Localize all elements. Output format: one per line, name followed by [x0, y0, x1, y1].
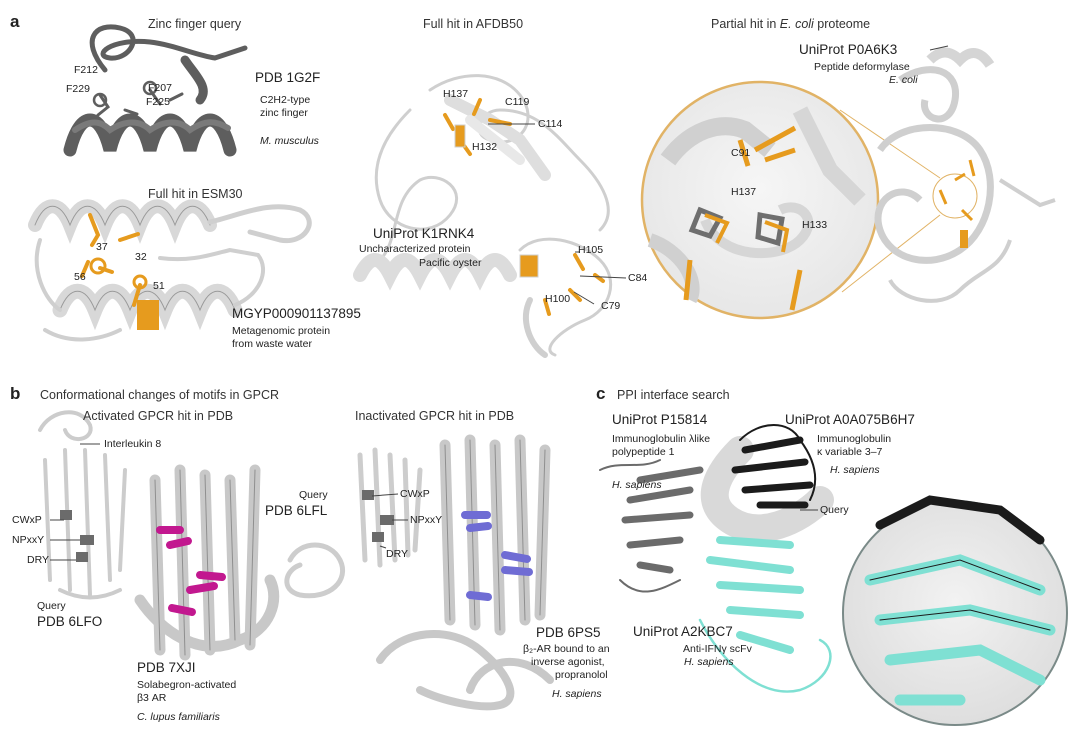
ecoli-structure [640, 47, 1056, 320]
a2kbc7-desc: Anti-IFNγ scFv [683, 643, 752, 655]
esm30-desc-line2: from waste water [232, 338, 312, 350]
zinc-species: M. musculus [260, 135, 319, 147]
zinc-finger-structure [63, 24, 248, 157]
a2kbc7-species: H. sapiens [684, 656, 734, 668]
residue-label: C119 [505, 96, 530, 108]
leader-lines [50, 45, 949, 561]
afdb50-desc-line1: Uncharacterized protein [359, 243, 471, 255]
residue-label: H133 [802, 219, 828, 231]
a0a075b6h7-desc-line2: κ variable 3–7 [817, 446, 883, 458]
motif-label-cwxp: CWxP [12, 514, 42, 526]
residue-label: H137 [731, 186, 757, 198]
inactivated-gpcr-title: Inactivated GPCR hit in PDB [355, 409, 515, 423]
residue-label: F229 [66, 83, 90, 95]
residue-label: H105 [578, 244, 604, 256]
residue-label: C84 [628, 272, 648, 284]
pdb-7xji-id: PDB 7XJI [137, 660, 196, 675]
residue-label: H137 [443, 88, 469, 100]
residue-label: 37 [96, 241, 108, 253]
motif-label-dry: DRY [27, 554, 49, 566]
p15814-species: H. sapiens [612, 479, 662, 491]
panel-label-b: b [10, 384, 21, 403]
p15814-desc-line1: Immunoglobulin λlike [612, 433, 711, 445]
residue-label: C114 [538, 118, 563, 130]
query-6lfl-id: PDB 6LFL [265, 503, 328, 518]
panel-label-a: a [10, 12, 20, 31]
pdb-6ps5-id: PDB 6PS5 [536, 625, 601, 640]
query-6lfo-structure [38, 410, 127, 600]
pdb-6ps5-species: H. sapiens [552, 688, 602, 700]
gpcr-panel-title: Conformational changes of motifs in GPCR [40, 388, 279, 402]
ppi-query-label: Query [820, 504, 849, 516]
a2kbc7-id: UniProt A2KBC7 [633, 624, 733, 639]
query-6lfl-label: Query [299, 489, 328, 501]
motif-label-npxxy: NPxxY [410, 514, 443, 526]
query-6lfl-structure [284, 447, 423, 599]
activated-gpcr-title: Activated GPCR hit in PDB [83, 409, 234, 423]
afdb50-hit-id: UniProt K1RNK4 [373, 226, 475, 241]
interleukin-label: Interleukin 8 [104, 438, 162, 450]
ecoli-desc: Peptide deformylase [814, 61, 910, 73]
zinc-finger-title: Zinc finger query [148, 17, 242, 31]
ppi-panel-title: PPI interface search [617, 388, 730, 402]
zinc-pdb-id: PDB 1G2F [255, 70, 321, 85]
residue-label: H132 [472, 141, 498, 153]
zinc-desc-line1: C2H2-type [260, 94, 311, 106]
a0a075b6h7-id: UniProt A0A075B6H7 [785, 412, 915, 427]
ecoli-title: Partial hit in E. coli proteome [711, 17, 870, 31]
query-6lfo-label: Query [37, 600, 66, 612]
zinc-desc-line2: zinc finger [260, 107, 308, 119]
afdb50-desc-line2: Pacific oyster [419, 257, 482, 269]
residue-label: C91 [731, 147, 751, 159]
motif-label-npxxy: NPxxY [12, 534, 45, 546]
p15814-id: UniProt P15814 [612, 412, 708, 427]
pdb-7xji-desc-line2: β3 AR [137, 692, 167, 704]
residue-label: F207 [148, 82, 172, 94]
pdb-6ps5-desc-line2: inverse agonist, [531, 656, 605, 668]
residue-label: C79 [601, 300, 621, 312]
pdb-7xji-structure [134, 464, 280, 661]
residue-label: 51 [153, 280, 165, 292]
ecoli-hit-id: UniProt P0A6K3 [799, 42, 898, 57]
pdb-7xji-species: C. lupus familiaris [137, 711, 220, 723]
residue-label: 56 [74, 271, 86, 283]
esm30-structure [28, 199, 312, 342]
residue-label: 32 [135, 251, 147, 263]
pdb-6ps5-desc-line1: β₂-AR bound to an [523, 643, 610, 655]
residue-label: F225 [146, 96, 170, 108]
pdb-6ps5-desc-line3: propranolol [555, 669, 608, 681]
panel-label-c: c [596, 384, 606, 403]
afdb50-structure [353, 74, 613, 358]
motif-label-dry: DRY [386, 548, 408, 560]
p15814-desc-line2: polypeptide 1 [612, 446, 675, 458]
residue-label: H100 [545, 293, 571, 305]
motif-label-cwxp: CWxP [400, 488, 430, 500]
ecoli-title-italic: E. coli [779, 17, 814, 31]
ecoli-title-prefix: Partial hit in [711, 17, 780, 31]
ecoli-species: E. coli [889, 74, 918, 86]
residue-label: F212 [74, 64, 98, 76]
query-6lfo-id: PDB 6LFO [37, 614, 103, 629]
a0a075b6h7-species: H. sapiens [830, 464, 880, 476]
ppi-structures [599, 424, 1068, 726]
esm30-hit-id: MGYP000901137895 [232, 306, 361, 321]
ecoli-title-suffix: proteome [813, 17, 871, 31]
esm30-desc-line1: Metagenomic protein [232, 325, 331, 337]
a0a075b6h7-desc-line1: Immunoglobulin [817, 433, 892, 445]
pdb-7xji-desc-line1: Solabegron-activated [137, 679, 237, 691]
afdb50-title: Full hit in AFDB50 [423, 17, 524, 31]
esm30-title: Full hit in ESM30 [148, 187, 243, 201]
pdb-6ps5-structure [376, 434, 554, 711]
